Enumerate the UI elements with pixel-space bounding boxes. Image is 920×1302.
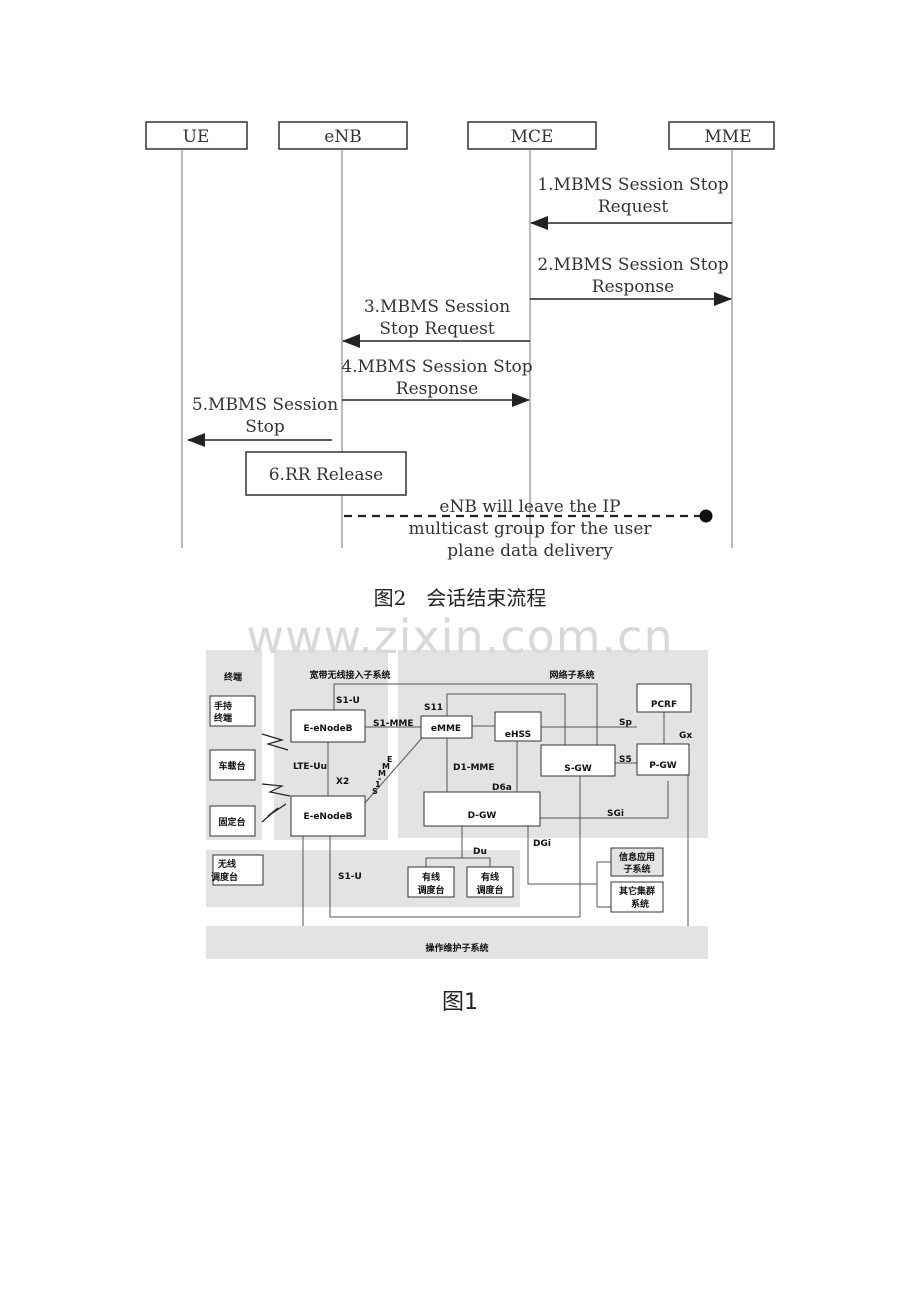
other-cluster-line1: 其它集群 — [619, 885, 655, 897]
label-s1u-bottom: S1-U — [338, 872, 362, 882]
label-d1mme: D1-MME — [453, 763, 495, 773]
entity-ue-label: UE — [183, 127, 210, 147]
wired-console-1-box: 有线 调度台 — [407, 866, 455, 898]
entity-mme: MME — [668, 121, 775, 150]
enodeb-top-label: E-eNodeB — [303, 724, 352, 734]
note-line1: eNB will leave the IP — [439, 497, 620, 517]
info-app-line1: 信息应用 — [619, 851, 655, 863]
label-dgi: DGi — [533, 839, 551, 849]
vehicle-terminal-box: 车载台 — [209, 749, 256, 781]
radio-link-icons — [261, 733, 291, 823]
pgw-box: P-GW — [636, 743, 690, 776]
step4-label-line2: Response — [396, 379, 478, 399]
sgw-label: S-GW — [564, 764, 592, 774]
label-s1mme: S1-MME — [373, 719, 414, 729]
label-du: Du — [473, 847, 487, 857]
figure1-caption: 图1 — [442, 990, 478, 1015]
step2-label-line1: 2.MBMS Session Stop — [537, 255, 728, 275]
label-x2: X2 — [336, 777, 349, 787]
emme-label: eMME — [431, 724, 461, 734]
label-sgi: SGi — [607, 809, 624, 819]
entity-enb: eNB — [278, 121, 408, 150]
label-sp: Sp — [619, 718, 632, 728]
label-s1u-top: S1-U — [336, 696, 360, 706]
dgw-label: D-GW — [468, 811, 497, 821]
entity-ue: UE — [145, 121, 248, 150]
rr-release-label: 6.RR Release — [269, 465, 384, 485]
info-app-line2: 子系统 — [623, 863, 650, 875]
step4-label-line1: 4.MBMS Session Stop — [341, 357, 532, 377]
ehss-label: eHSS — [505, 730, 531, 740]
pgw-label: P-GW — [649, 761, 677, 771]
step5-label-line2: Stop — [245, 417, 285, 437]
region-ops-bg — [206, 926, 708, 959]
wired-console-1-line2: 调度台 — [417, 884, 444, 896]
enodeb-top-box: E-eNodeB — [290, 709, 366, 743]
sgw-box: S-GW — [540, 744, 616, 777]
pcrf-label: PCRF — [651, 700, 677, 710]
entity-mme-label: MME — [704, 127, 751, 147]
info-app-subsystem-box: 信息应用 子系统 — [610, 847, 664, 877]
enodeb-bottom-box: E-eNodeB — [290, 795, 366, 837]
dgw-box: D-GW — [423, 791, 541, 827]
emme-box: eMME — [420, 715, 473, 739]
connection-lines — [302, 683, 689, 926]
wireless-console-box: 无线 调度台 — [211, 854, 264, 886]
label-s1mme-diag-3: - — [378, 774, 381, 783]
step1-label-line2: Request — [598, 197, 668, 217]
fixed-terminal-box: 固定台 — [209, 805, 256, 837]
step3-label-line2: Stop Request — [379, 319, 494, 339]
figure2-caption: 图2 会话结束流程 — [373, 586, 547, 610]
label-s1mme-diag-2: 1 — [375, 780, 381, 789]
label-s1mme-diag-1: S — [372, 787, 378, 796]
step2-label-line2: Response — [592, 277, 674, 297]
step1-label-line1: 1.MBMS Session Stop — [537, 175, 728, 195]
wired-console-2-box: 有线 调度台 — [466, 866, 514, 898]
region-network-title: 网络子系统 — [549, 669, 594, 681]
label-s1mme-diag-5: M — [382, 762, 390, 771]
handheld-label-line2: 终端 — [213, 712, 232, 724]
entity-enb-label: eNB — [324, 127, 361, 147]
sequence-diagram: UE eNB MCE MME 1.MBMS Session Stop Reque… — [145, 121, 775, 561]
handheld-label-line1: 手持 — [214, 700, 232, 712]
pcrf-box: PCRF — [636, 683, 692, 713]
note-line3: plane data delivery — [447, 541, 613, 561]
handheld-terminal-box: 手持 终端 — [209, 695, 256, 727]
ehss-box: eHSS — [494, 711, 542, 742]
region-ops-title: 操作维护子系统 — [425, 942, 488, 954]
region-access-title: 宽带无线接入子系统 — [308, 669, 390, 681]
wireless-console-line1: 无线 — [217, 858, 236, 870]
vehicle-label: 车载台 — [218, 760, 245, 772]
fixed-label: 固定台 — [218, 816, 245, 828]
rr-release-box: 6.RR Release — [245, 451, 407, 496]
wired-console-1-line1: 有线 — [422, 871, 440, 883]
label-d6a: D6a — [492, 783, 512, 793]
wireless-console-line2: 调度台 — [211, 871, 238, 883]
other-cluster-box: 其它集群 系统 — [610, 881, 664, 913]
other-cluster-line2: 系统 — [631, 898, 649, 910]
step5-label-line1: 5.MBMS Session — [192, 395, 338, 415]
label-gx: Gx — [679, 731, 692, 741]
label-s1mme-diag-4: M — [378, 769, 386, 778]
label-lteuu: LTE-Uu — [293, 762, 327, 772]
label-s11: S11 — [424, 703, 443, 713]
entity-mce: MCE — [467, 121, 597, 150]
wired-console-2-line2: 调度台 — [476, 884, 503, 896]
leave-multicast-origin-dot — [699, 509, 713, 523]
entity-mce-label: MCE — [511, 127, 554, 147]
enodeb-bottom-label: E-eNodeB — [303, 812, 352, 822]
note-line2: multicast group for the user — [408, 519, 652, 539]
region-terminal-title: 终端 — [223, 671, 242, 683]
watermark: www.zixin.com.cn — [246, 610, 674, 664]
wired-console-2-line1: 有线 — [481, 871, 499, 883]
label-s1mme-diag-6: E — [387, 755, 392, 764]
label-s5: S5 — [619, 755, 632, 765]
step3-label-line1: 3.MBMS Session — [364, 297, 510, 317]
